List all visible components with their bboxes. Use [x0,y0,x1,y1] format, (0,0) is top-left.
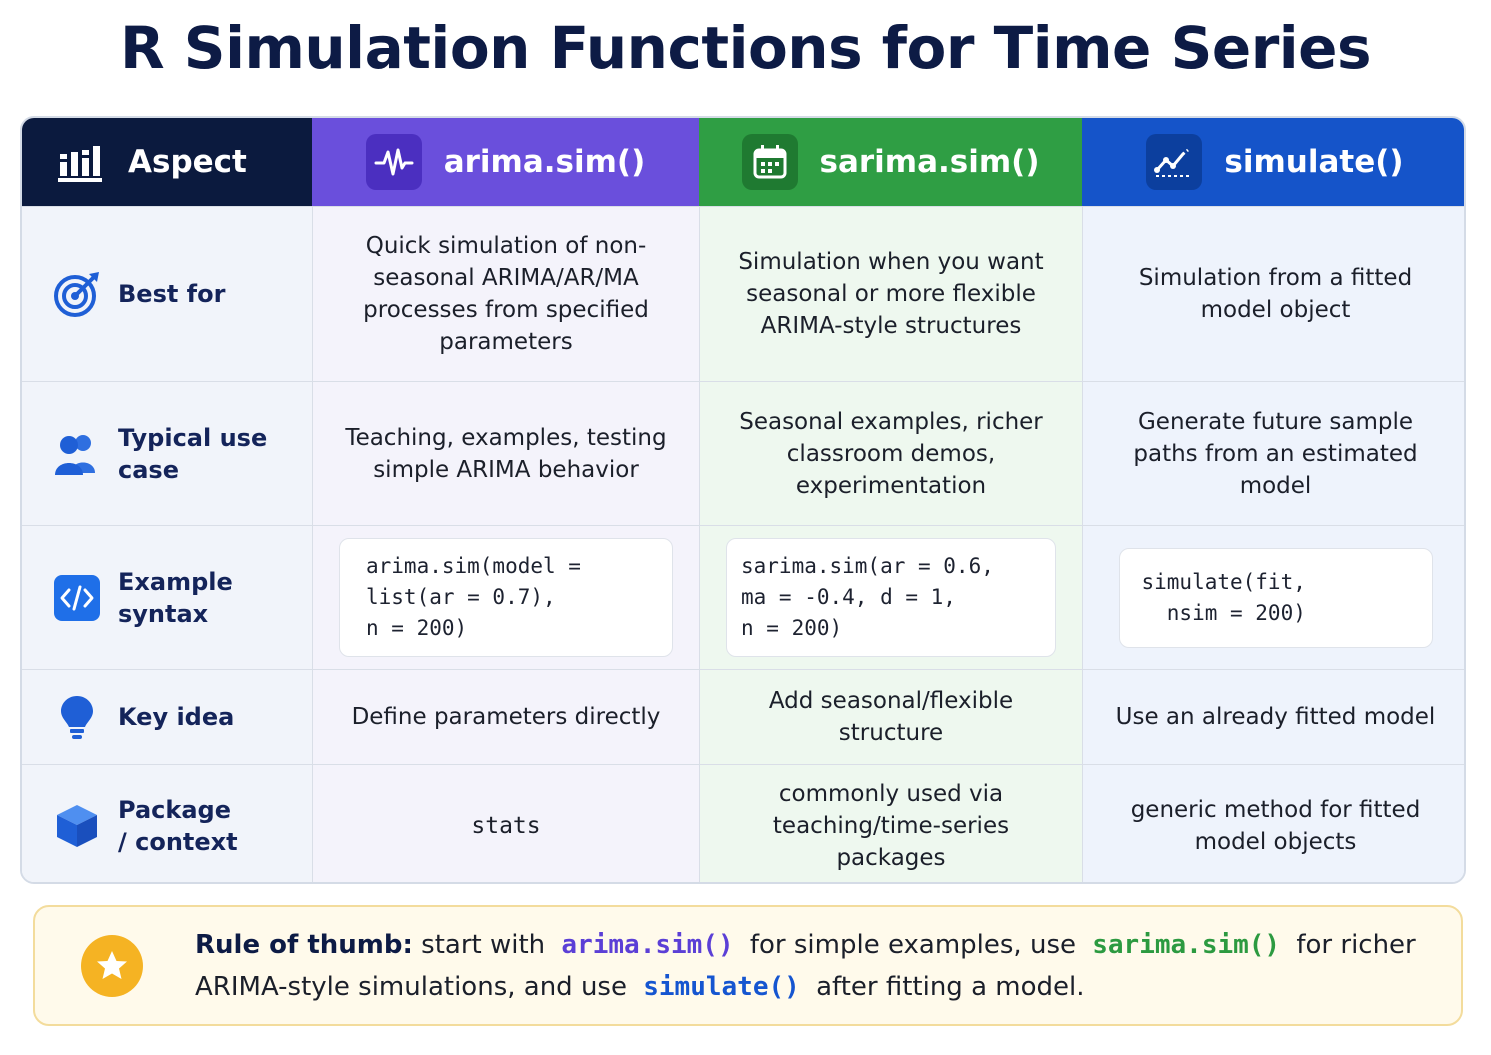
row-label-typical-use-case: Typical use case [22,381,312,525]
rule-of-thumb-callout: Rule of thumb: start with arima.sim() fo… [33,905,1463,1026]
package-stats: stats [471,812,541,839]
rule-of-thumb-text: Rule of thumb: start with arima.sim() fo… [195,924,1461,1008]
row-label-example-syntax: Example syntax [22,525,312,669]
cell-key-idea-simulate: Use an already fitted model [1082,669,1464,764]
header-simulate-label: simulate() [1224,144,1404,180]
rule-text-1: start with [421,929,546,960]
star-icon [81,934,143,997]
header-arima-label: arima.sim() [443,144,646,180]
cell-package-arima: stats [312,764,699,882]
header-aspect-label: Aspect [128,144,247,180]
cell-key-idea-sarima: Add seasonal/flexible structure [699,669,1082,764]
cell-use-case-simulate: Generate future sample paths from an est… [1082,381,1464,525]
cell-syntax-simulate: simulate(fit, nsim = 200) [1082,525,1464,669]
rule-text-3: for richer ARIMA-style simulations, and … [195,929,1416,1002]
lightbulb-icon [52,694,102,740]
header-arima-sim: arima.sim() [312,118,699,206]
header-sarima-label: sarima.sim() [819,144,1040,180]
rule-keyword-arima: arima.sim() [561,929,734,960]
bar-chart-icon [58,142,102,182]
row-label-package-context: Package / context [22,764,312,882]
rule-lead: Rule of thumb: [195,929,413,960]
rule-keyword-simulate: simulate() [643,971,800,1002]
cell-use-case-sarima: Seasonal examples, richer classroom demo… [699,381,1082,525]
header-sarima-sim: sarima.sim() [699,118,1082,206]
code-icon [52,574,102,621]
cube-icon [52,803,102,849]
cell-syntax-arima: arima.sim(model = list(ar = 0.7), n = 20… [312,525,699,669]
calendar-icon [741,134,798,190]
row-label-key-idea: Key idea [22,669,312,764]
trend-line-icon [1146,134,1203,190]
cell-best-for-sarima: Simulation when you want seasonal or mor… [699,206,1082,381]
cell-best-for-simulate: Simulation from a fitted model object [1082,206,1464,381]
code-block-simulate: simulate(fit, nsim = 200) [1118,547,1433,648]
cell-best-for-arima: Quick simulation of non-seasonal ARIMA/A… [312,206,699,381]
cell-package-simulate: generic method for fitted model objects [1082,764,1464,882]
cell-use-case-arima: Teaching, examples, testing simple ARIMA… [312,381,699,525]
cell-package-sarima: commonly used via teaching/time-series p… [699,764,1082,882]
code-block-arima: arima.sim(model = list(ar = 0.7), n = 20… [339,538,673,657]
cell-syntax-sarima: sarima.sim(ar = 0.6, ma = -0.4, d = 1, n… [699,525,1082,669]
waveform-icon [365,134,422,190]
target-icon [52,270,102,318]
header-simulate: simulate() [1082,118,1464,206]
row-label-best-for: Best for [22,206,312,381]
comparison-table: Aspect arima.sim() sarima.sim() [20,116,1466,884]
header-aspect: Aspect [22,118,312,206]
rule-text-4: after fitting a model. [816,971,1085,1002]
users-icon [52,433,102,475]
cell-key-idea-arima: Define parameters directly [312,669,699,764]
rule-text-2: for simple examples, use [749,929,1076,960]
rule-keyword-sarima: sarima.sim() [1092,929,1281,960]
code-block-sarima: sarima.sim(ar = 0.6, ma = -0.4, d = 1, n… [726,538,1056,657]
page-title: R Simulation Functions for Time Series [119,14,1372,82]
